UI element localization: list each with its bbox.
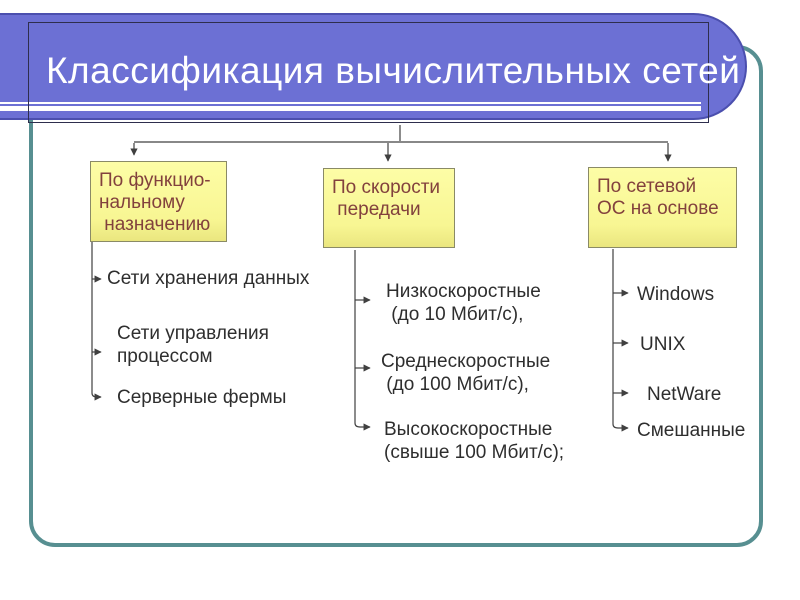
leaf-process-control-networks: Сети управления процессом [117, 323, 269, 367]
spine-right [612, 249, 629, 432]
title-outline-box [28, 22, 709, 123]
leaf-server-farms: Серверные фермы [117, 387, 287, 408]
banner-divider-thin [0, 102, 701, 104]
leaf-mixed: Смешанные [637, 420, 746, 441]
leaf-medium-speed: Среднескоростные (до 100 Мбит/с), [381, 351, 551, 395]
leaf-unix: UNIX [640, 334, 686, 355]
category-box-functional: По функцио- нальному назначению [90, 161, 227, 242]
slide-title: Классификация вычислительных сетей [46, 50, 741, 91]
category-box-network-os: По сетевой ОС на основе [588, 167, 737, 248]
leaf-low-speed: Низкоскоростные (до 10 Мбит/с), [386, 281, 541, 325]
leaf-windows: Windows [637, 284, 715, 305]
spine-left [91, 241, 102, 401]
leaf-storage-networks: Сети хранения данных [107, 268, 310, 289]
leaf-netware: NetWare [647, 384, 722, 405]
spine-middle [354, 250, 371, 431]
banner-divider-thick [0, 106, 701, 111]
leaf-high-speed: Высокоскоростные (свыше 100 Мбит/с); [384, 419, 565, 463]
category-box-speed: По скорости передачи [323, 168, 455, 248]
